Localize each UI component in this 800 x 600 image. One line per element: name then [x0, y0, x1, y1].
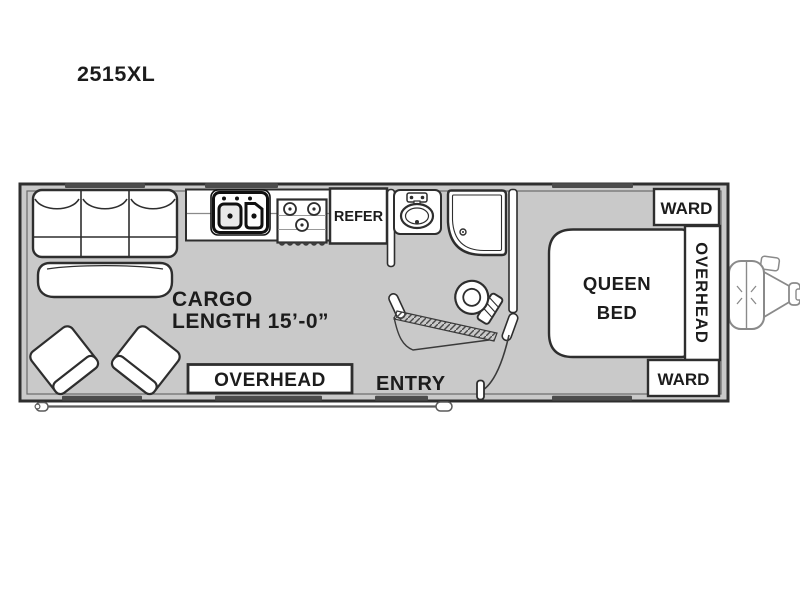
sofa: [31, 188, 179, 259]
hitch-tongue: [728, 255, 800, 330]
window-bars: [62, 183, 633, 401]
overhead-cabinet-label: OVERHEAD: [214, 370, 326, 391]
overhead-bedside: OVERHEAD: [683, 224, 722, 362]
wardrobe-bottom: WARD: [646, 358, 721, 398]
cargo-length-label: CARGO LENGTH 15’-0”: [172, 288, 329, 333]
entry-label: ENTRY: [376, 373, 446, 395]
wardrobe-top-label: WARD: [661, 199, 713, 218]
overhead-cabinet: OVERHEAD: [186, 363, 354, 395]
kitchen-sink-icon: [210, 189, 271, 236]
model-number: 2515XL: [77, 62, 155, 86]
cargo-label-line1: CARGO: [172, 288, 253, 311]
cargo-label-line2: LENGTH 15’-0”: [172, 310, 329, 333]
propane-tanks-icon: [728, 260, 765, 330]
queen-bed: QUEEN BED: [547, 228, 688, 359]
overhead-bedside-label: OVERHEAD: [692, 242, 710, 344]
toilet-icon: [454, 279, 504, 325]
sofa-ottoman: [36, 261, 174, 299]
bed-label-line1: QUEEN: [583, 273, 651, 294]
wardrobe-top: WARD: [652, 187, 721, 227]
chair-right: [110, 325, 181, 396]
refrigerator: REFER: [328, 187, 389, 245]
bathroom-door: [393, 310, 510, 391]
entry-door-stub: [476, 379, 485, 401]
wardrobe-bottom-label: WARD: [658, 370, 710, 389]
refrigerator-label: REFER: [334, 209, 384, 225]
stove-icon: [276, 198, 328, 246]
shower-icon: [446, 189, 508, 257]
chair-left: [29, 325, 100, 396]
bathroom-sink-icon: [393, 189, 442, 235]
awning-rail: [34, 401, 453, 412]
bathroom-walls: [386, 188, 519, 342]
bed-label-line2: BED: [597, 302, 638, 323]
